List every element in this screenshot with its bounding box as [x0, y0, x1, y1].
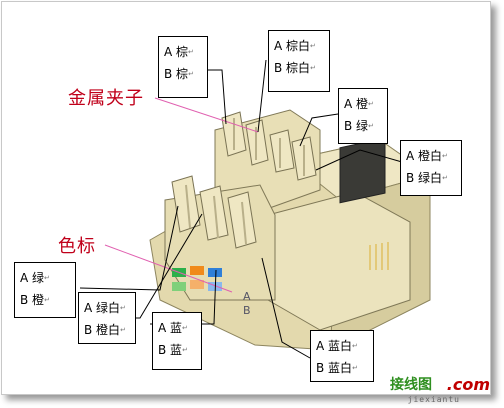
label-b-blue-white: B 蓝白 — [316, 361, 353, 375]
watermark-url: jiexiantu — [407, 395, 460, 404]
label-a-green-white: A 绿白 — [84, 301, 121, 315]
color-swatch-orange-white — [190, 280, 204, 289]
label-a-orange-white: A 橙白 — [406, 149, 443, 163]
label-a-green: A 绿 — [20, 271, 45, 285]
jack-print-a: A — [243, 290, 251, 303]
label-a-brown-white: A 棕白 — [274, 39, 311, 53]
pointer-lines — [104, 97, 259, 293]
upper-terminal-block — [214, 109, 321, 216]
label-box-orange-white-green-white: A 橙白↵ B 绿白↵ — [400, 140, 462, 196]
lower-terminal-block — [164, 175, 276, 301]
color-swatch-blue — [208, 268, 222, 277]
watermark-dotcom: .com — [446, 375, 490, 394]
color-label-callout: 色标 — [58, 236, 96, 257]
socket-contacts — [369, 242, 389, 270]
jack-print-b: B — [243, 304, 251, 317]
label-b-orange: B 橙 — [20, 293, 45, 307]
label-a-brown: A 棕 — [164, 45, 189, 59]
metal-clip-callout: 金属夹子 — [68, 88, 144, 109]
label-b-brown: B 棕 — [164, 67, 189, 81]
label-box-orange-green: A 橙↵ B 绿↵ — [338, 88, 388, 144]
watermark-cn: 接线图 — [390, 377, 432, 393]
label-a-orange: A 橙 — [344, 97, 369, 111]
label-box-brown-white: A 棕白↵ B 棕白↵ — [268, 30, 330, 92]
label-box-green-orange: A 绿↵ B 橙↵ — [14, 262, 76, 318]
label-b-green-white: B 绿白 — [406, 171, 443, 185]
label-box-brown: A 棕↵ B 棕↵ — [158, 36, 208, 98]
label-a-blue: A 蓝 — [158, 321, 183, 335]
label-box-blue: A 蓝↵ B 蓝↵ — [152, 312, 202, 370]
label-b-green: B 绿 — [344, 119, 369, 133]
color-swatch-green-white — [172, 282, 186, 291]
label-b-brown-white: B 棕白 — [274, 61, 311, 75]
label-b-orange-white: B 橙白 — [84, 323, 121, 337]
color-swatch-orange — [190, 266, 204, 275]
label-box-green-white-orange-white: A 绿白↵ B 橙白↵ — [78, 292, 136, 344]
label-a-blue-white: A 蓝白 — [316, 339, 353, 353]
label-b-blue: B 蓝 — [158, 343, 183, 357]
label-box-blue-white: A 蓝白↵ B 蓝白↵ — [310, 330, 374, 382]
jack-socket-opening — [339, 137, 386, 204]
